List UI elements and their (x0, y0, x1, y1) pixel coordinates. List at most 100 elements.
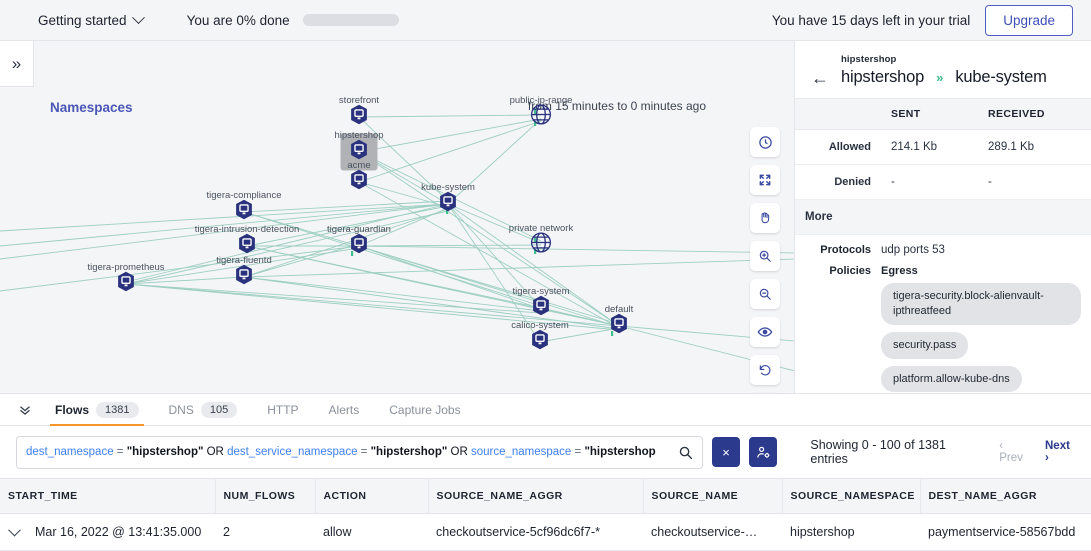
upgrade-button[interactable]: Upgrade (985, 4, 1073, 36)
more-section-header[interactable]: More (795, 199, 1091, 235)
network-globe-icon (530, 104, 552, 125)
flow-direction-icon: » (936, 70, 944, 85)
cell-source_name_aggr: checkoutservice-5cf96dc6f7-* (428, 513, 643, 551)
fit-to-screen-button[interactable] (750, 165, 780, 195)
graph-edges (0, 109, 794, 372)
policies-value: Egress tigera-security.block-alienvault-… (881, 265, 1081, 393)
graph-node-hipstershop[interactable] (348, 139, 370, 166)
close-icon: × (722, 444, 730, 460)
search-input[interactable]: dest_namespace = "hipstershop" OR dest_s… (16, 435, 703, 469)
progress-text: You are 0% done (186, 12, 290, 28)
graph-node-tigera-compliance[interactable] (233, 199, 255, 226)
user-settings-icon (757, 446, 770, 458)
traffic-allowed-sent: 214.1 Kb (881, 129, 979, 165)
clear-query-button[interactable]: × (712, 437, 741, 467)
zoom-in-button[interactable] (750, 241, 780, 271)
namespace-icon (611, 313, 627, 334)
tab-count-badge: 105 (200, 401, 238, 418)
graph-node-private-network[interactable] (529, 231, 553, 260)
graph-node-tigera-prometheus[interactable] (115, 271, 137, 298)
undo-button[interactable] (750, 355, 780, 385)
back-arrow-icon[interactable]: ← (811, 67, 829, 88)
graph-node-tigera-fluentd[interactable] (233, 264, 255, 291)
graph-node-kube-system[interactable] (437, 191, 459, 218)
trial-text: You have 15 days left in your trial (771, 12, 971, 28)
graph-node-storefront[interactable] (348, 104, 370, 131)
pan-button[interactable] (750, 203, 780, 233)
time-range-button[interactable] (750, 127, 780, 157)
details-dest: kube-system (955, 68, 1047, 86)
tab-alerts[interactable]: Alerts (314, 393, 375, 426)
graph-node-calico-system[interactable] (529, 329, 551, 356)
page-title: Namespaces (50, 100, 133, 115)
policy-chip[interactable]: security.pass (881, 331, 969, 359)
traffic-table-header: SENT RECEIVED (795, 98, 1091, 130)
query-token: dest_namespace (26, 446, 114, 458)
policy-chip[interactable]: platform.allow-kube-dns (881, 365, 1022, 393)
double-chevron-down-icon (20, 405, 30, 415)
policies-label: Policies (829, 265, 871, 277)
graph-node-public-ip-range[interactable] (529, 103, 553, 132)
graph-node-tigera-system[interactable] (530, 295, 552, 322)
traffic-row-label: Allowed (795, 129, 881, 165)
zoom-in-icon (759, 250, 771, 262)
tab-count-badge: 1381 (96, 401, 139, 418)
chevron-down-icon (131, 10, 145, 24)
traffic-col-blank (795, 98, 881, 130)
graph-node-tigera-intrusion-detection[interactable] (236, 233, 258, 260)
query-token: = (571, 446, 585, 458)
tab-label: Capture Jobs (389, 402, 461, 417)
table-row: Denied - - (795, 164, 1091, 200)
tab-capture-jobs[interactable]: Capture Jobs (374, 393, 475, 426)
middle-region: » Namespaces from 15 minutes to 0 minute… (0, 41, 1091, 393)
flows-col-source_name[interactable]: SOURCE_NAME (643, 478, 783, 514)
visibility-button[interactable] (750, 317, 780, 347)
sidebar-expand-button[interactable]: » (0, 41, 34, 87)
query-token: OR (447, 446, 471, 458)
flows-col-num_flows[interactable]: NUM_FLOWS (215, 478, 316, 514)
bottom-panel-collapse-button[interactable] (10, 403, 40, 417)
traffic-summary-table: SENT RECEIVED Allowed 214.1 Kb 289.1 Kb … (795, 98, 1091, 235)
namespace-icon (118, 271, 134, 292)
details-header: hipstershop ← hipstershop » kube-system (795, 41, 1091, 98)
graph-node-default[interactable] (608, 313, 630, 340)
getting-started-menu[interactable]: Getting started (38, 10, 145, 28)
pagination-summary: Showing 0 - 100 of 1381 entries (810, 438, 946, 466)
flows-col-source_namespace[interactable]: SOURCE_NAMESPACE (782, 478, 921, 514)
graph-node-tigera-guardian[interactable] (348, 233, 370, 260)
query-token: = (357, 446, 371, 458)
service-graph-pane[interactable]: Namespaces from 15 minutes to 0 minutes … (0, 41, 795, 393)
query-token: source_namespace (470, 446, 572, 458)
user-settings-button[interactable] (749, 437, 778, 467)
cell-dest_name_aggr: paymentservice-58567bdd (920, 513, 1091, 551)
hand-icon (761, 212, 770, 224)
row-expand-chevron-down-icon[interactable] (8, 523, 21, 537)
search-icon[interactable] (678, 445, 693, 460)
cell-source_name: checkoutservice-… (643, 513, 782, 551)
query-text: dest_namespace = "hipstershop" OR dest_s… (26, 446, 674, 458)
flows-col-dest_name_aggr[interactable]: DEST_NAME_AGGR (920, 478, 1091, 514)
policy-chip[interactable]: tigera-security.block-alienvault-ipthrea… (881, 283, 1081, 325)
next-page-button[interactable]: Next › (1045, 440, 1070, 464)
graph-toolbar (750, 127, 780, 393)
protocols-label: Protocols (820, 244, 871, 256)
flows-col-action[interactable]: ACTION (315, 478, 429, 514)
query-row: dest_namespace = "hipstershop" OR dest_s… (0, 426, 1091, 478)
flows-col-source_name_aggr[interactable]: SOURCE_NAME_AGGR (428, 478, 644, 514)
policy-chip-list: tigera-security.block-alienvault-ipthrea… (881, 283, 1081, 393)
prev-page-button[interactable]: ‹ Prev (999, 440, 1023, 464)
zoom-out-button[interactable] (750, 279, 780, 309)
table-row: Allowed 214.1 Kb 289.1 Kb (795, 129, 1091, 165)
flows-col-start_time[interactable]: START_TIME (0, 478, 216, 514)
policies-row: Policies Egress tigera-security.block-al… (795, 256, 1091, 393)
tab-http[interactable]: HTTP (252, 393, 313, 426)
namespace-icon (533, 295, 549, 316)
graph-node-acme[interactable] (348, 169, 370, 196)
